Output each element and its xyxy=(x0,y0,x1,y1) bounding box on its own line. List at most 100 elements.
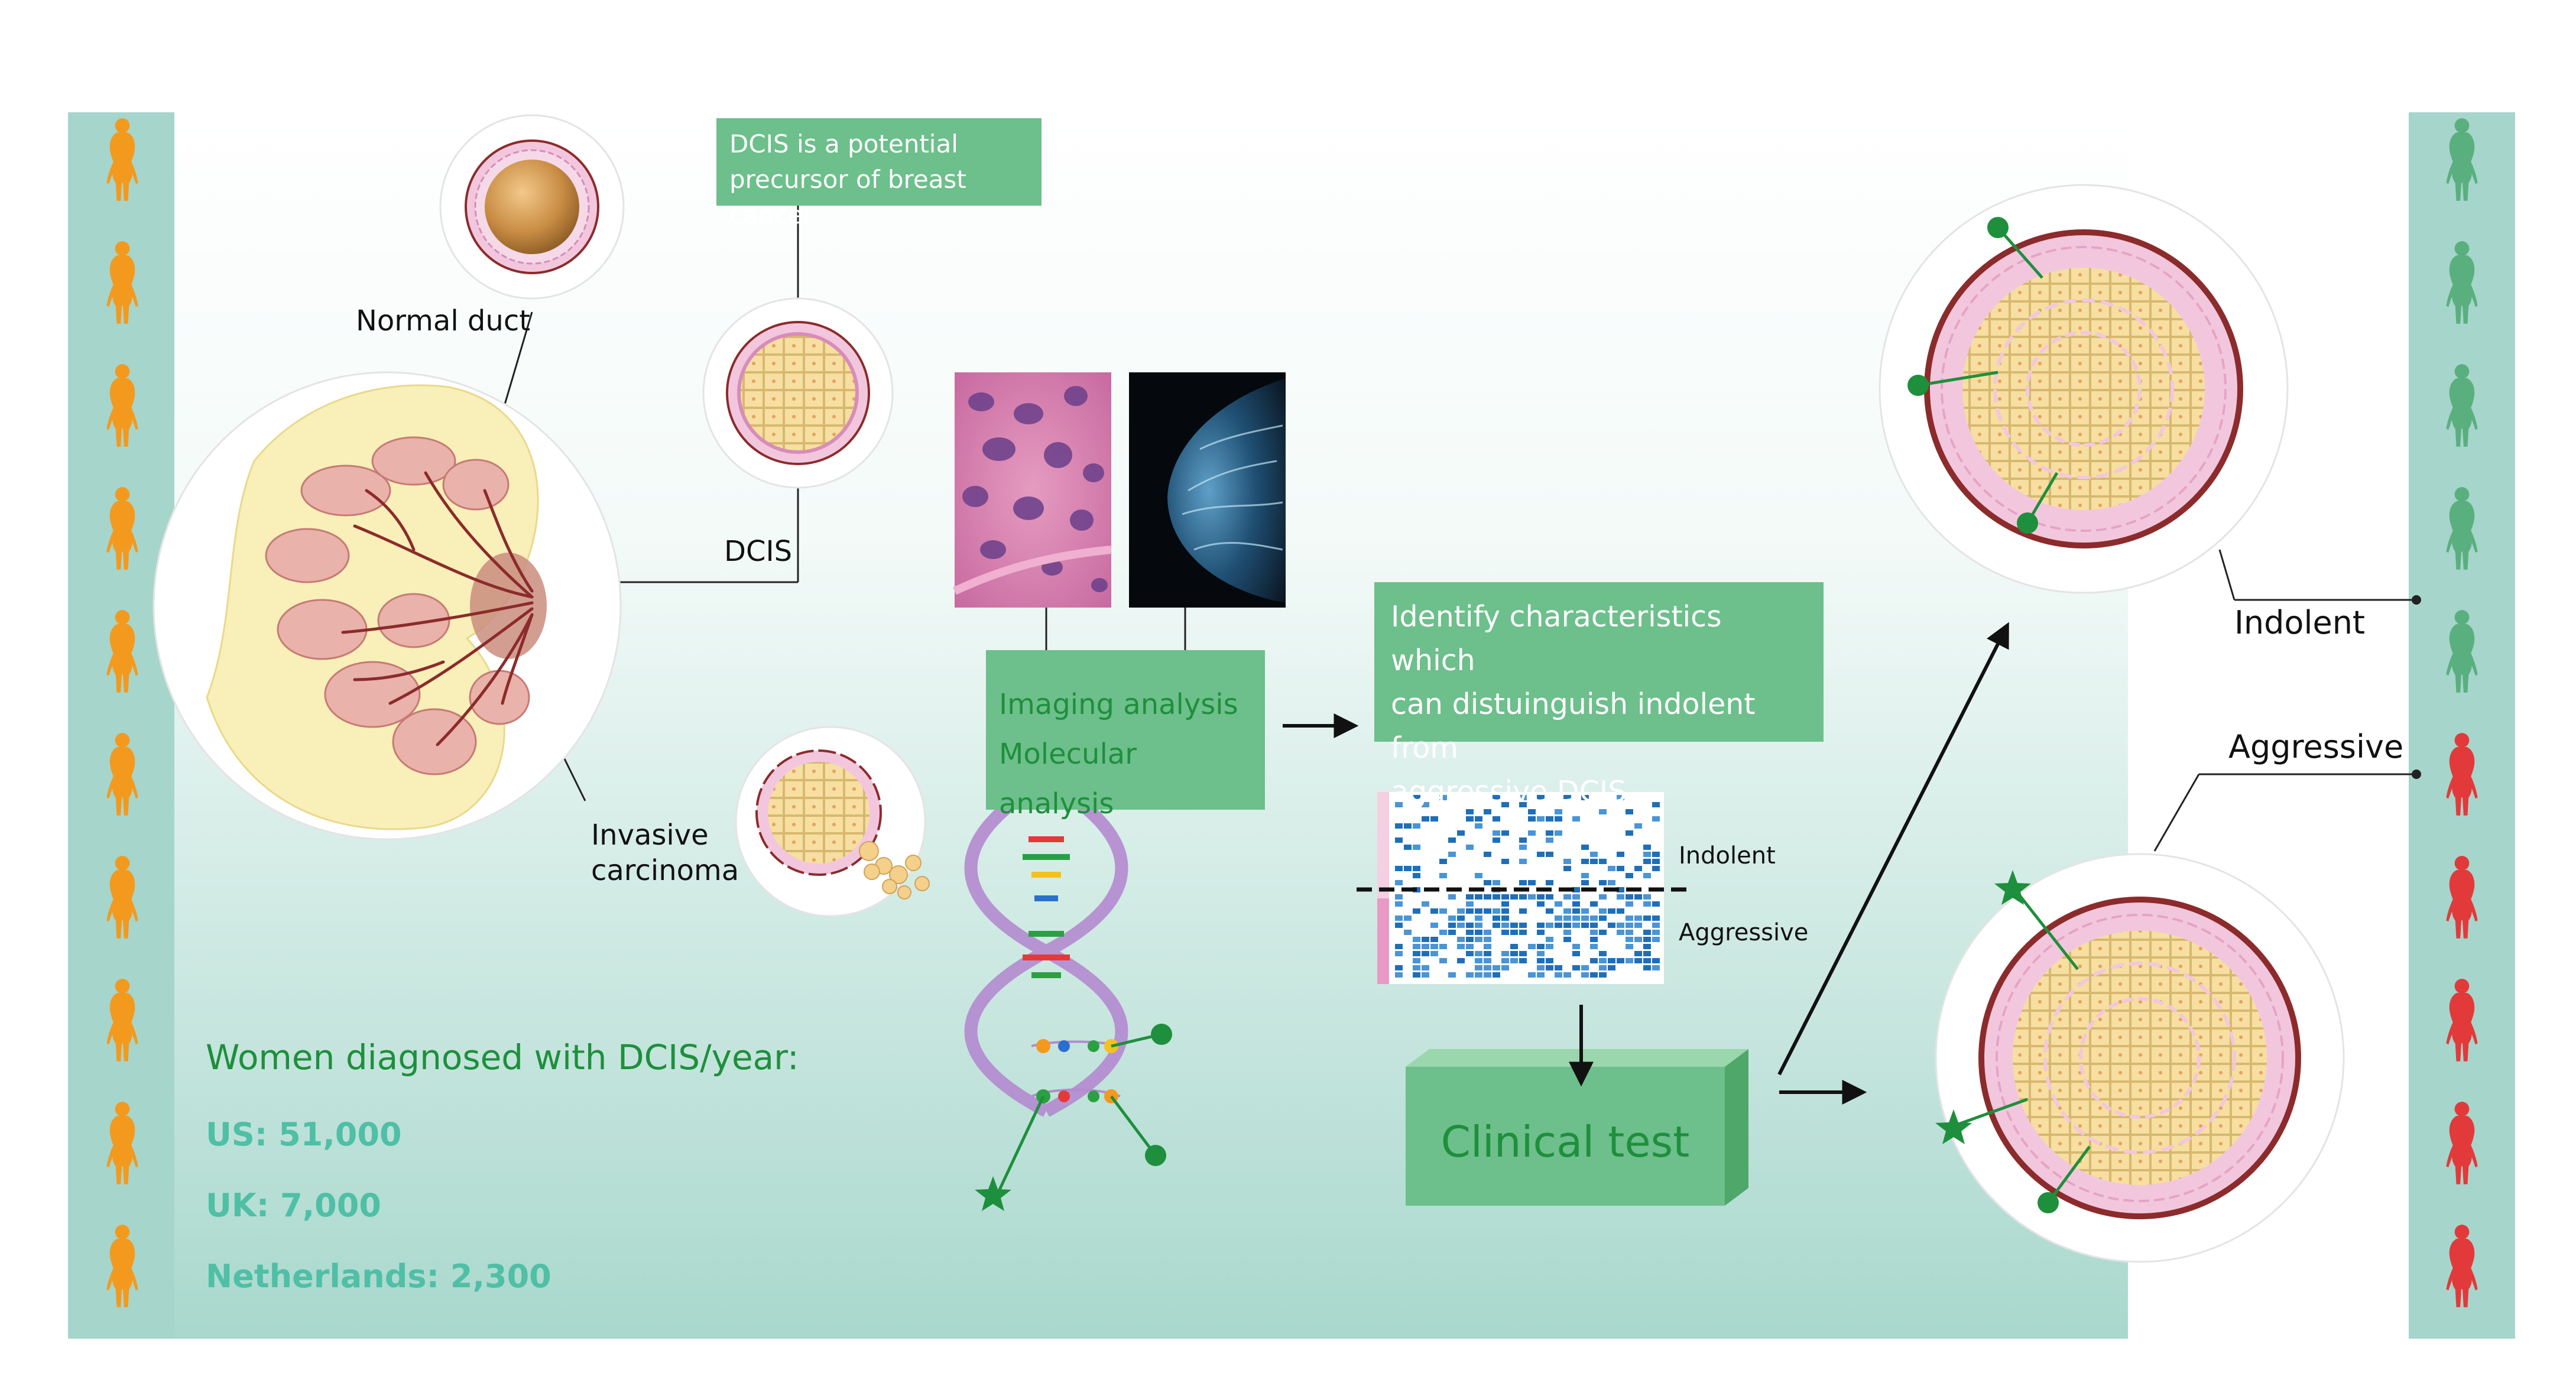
heatmap-cell xyxy=(1501,901,1509,907)
clinical-test-label: Clinical test xyxy=(1441,1117,1690,1167)
heatmap-cell xyxy=(1430,923,1438,928)
heatmap-cell xyxy=(1395,823,1403,829)
heatmap-cell xyxy=(1448,923,1456,928)
heatmap-cell xyxy=(1652,930,1660,935)
heatmap-cell xyxy=(1475,923,1482,928)
heatmap-cell xyxy=(1510,923,1518,928)
heatmap-cell xyxy=(1493,837,1500,843)
heatmap-cell xyxy=(1599,915,1607,921)
heatmap-cell xyxy=(1608,958,1615,963)
marker-star-icon xyxy=(1935,1109,1972,1144)
dcis-illustration xyxy=(702,297,894,489)
heatmap-cell xyxy=(1493,880,1500,885)
heatmap-cell xyxy=(1626,809,1633,814)
heatmap-cell xyxy=(1501,908,1509,914)
heatmap-cell xyxy=(1395,837,1403,843)
connector-dot xyxy=(2412,770,2421,779)
dcis-label: DCIS xyxy=(724,535,793,568)
precursor-text-line2: precursor of breast cancer xyxy=(729,165,966,229)
heatmap-cell xyxy=(1599,965,1607,970)
heatmap-cell xyxy=(1457,830,1465,836)
heatmap-cell xyxy=(1555,816,1562,822)
heatmap-cell xyxy=(1546,852,1553,857)
heatmap-cell xyxy=(1501,958,1509,963)
heatmap-cell xyxy=(1617,795,1624,800)
heatmap-cell xyxy=(1537,965,1545,970)
heatmap-cell xyxy=(1448,894,1456,900)
heatmap-cell xyxy=(1501,915,1509,921)
imaging-analysis-label: Imaging analysis xyxy=(999,688,1238,721)
marker-dot-icon xyxy=(1987,217,2009,238)
heatmap-cell xyxy=(1493,830,1500,836)
heatmap-cell xyxy=(1448,930,1456,935)
mammogram-image xyxy=(1129,372,1286,608)
heatmap-cell xyxy=(1572,951,1580,956)
heatmap-cell xyxy=(1422,802,1429,807)
heatmap-cell xyxy=(1546,894,1553,900)
heatmap-cell xyxy=(1563,972,1571,978)
heatmap-cell xyxy=(1413,965,1420,970)
heatmap-cell xyxy=(1537,923,1545,928)
heatmap-cell xyxy=(1563,937,1571,942)
heatmap-cell xyxy=(1581,923,1589,928)
heatmap-cell xyxy=(1510,951,1518,956)
heatmap-cell xyxy=(1475,965,1482,970)
heatmap-cell xyxy=(1626,830,1633,836)
heatmap-cell xyxy=(1519,951,1527,956)
heatmap-cell xyxy=(1475,972,1482,978)
heatmap-cell xyxy=(1643,901,1651,907)
heatmap-cell xyxy=(1537,894,1545,900)
heatmap-cell xyxy=(1493,965,1500,970)
heatmap-cell xyxy=(1430,816,1438,822)
heatmap-cell xyxy=(1413,944,1420,949)
heatmap-cell xyxy=(1563,915,1571,921)
heatmap-cell xyxy=(1395,901,1403,907)
heatmap-cell xyxy=(1599,951,1607,956)
heatmap-cell xyxy=(1608,866,1615,871)
heatmap-cell xyxy=(1634,958,1642,963)
heatmap-cell xyxy=(1626,873,1633,878)
identify-text-line3: aggressive DCIS xyxy=(1391,775,1627,809)
invasive-label-line1: Invasive xyxy=(591,819,709,852)
heatmap-cell xyxy=(1519,795,1527,800)
heatmap-cell xyxy=(1413,958,1420,963)
heatmap-cell xyxy=(1599,809,1607,814)
heatmap-cell xyxy=(1395,880,1403,885)
heatmap-cell xyxy=(1466,845,1474,850)
outcome-aggressive-label: Aggressive xyxy=(2228,728,2404,765)
heatmap-cell xyxy=(1475,823,1482,829)
heatmap-cell xyxy=(1404,930,1412,935)
heatmap-cell xyxy=(1466,937,1474,942)
heatmap-cell xyxy=(1466,951,1474,956)
heatmap-cell xyxy=(1643,859,1651,864)
heatmap-cell xyxy=(1448,972,1456,978)
heatmap-cell xyxy=(1510,894,1518,900)
heatmap-cell xyxy=(1448,915,1456,921)
heatmap-cell xyxy=(1439,795,1447,800)
heatmap-cell xyxy=(1404,915,1412,921)
heatmap-cell xyxy=(1413,937,1420,942)
heatmap-cell xyxy=(1626,944,1633,949)
heatmap-cell xyxy=(1617,894,1624,900)
heatmap-cell xyxy=(1484,908,1491,914)
heatmap-cell xyxy=(1555,915,1562,921)
heatmap-cell xyxy=(1501,951,1509,956)
heatmap-cell xyxy=(1581,880,1589,885)
heatmap-cell xyxy=(1581,845,1589,850)
marker-dot-icon xyxy=(1907,375,1929,396)
heatmap-cell xyxy=(1546,880,1553,885)
heatmap-cell xyxy=(1466,923,1474,928)
heatmap-cell xyxy=(1475,894,1482,900)
heatmap-cell xyxy=(1546,830,1553,836)
invasive-carcinoma-illustration xyxy=(735,726,930,917)
heatmap-cell xyxy=(1395,923,1403,928)
heatmap-cell xyxy=(1537,972,1545,978)
heatmap-cell xyxy=(1501,965,1509,970)
heatmap-cell xyxy=(1643,852,1651,857)
heatmap-cell xyxy=(1484,852,1491,857)
heatmap-cell xyxy=(1537,852,1545,857)
heatmap-cell xyxy=(1537,930,1545,935)
heatmap-cell xyxy=(1590,901,1598,907)
heatmap-cell xyxy=(1590,852,1598,857)
heatmap-cell xyxy=(1519,923,1527,928)
